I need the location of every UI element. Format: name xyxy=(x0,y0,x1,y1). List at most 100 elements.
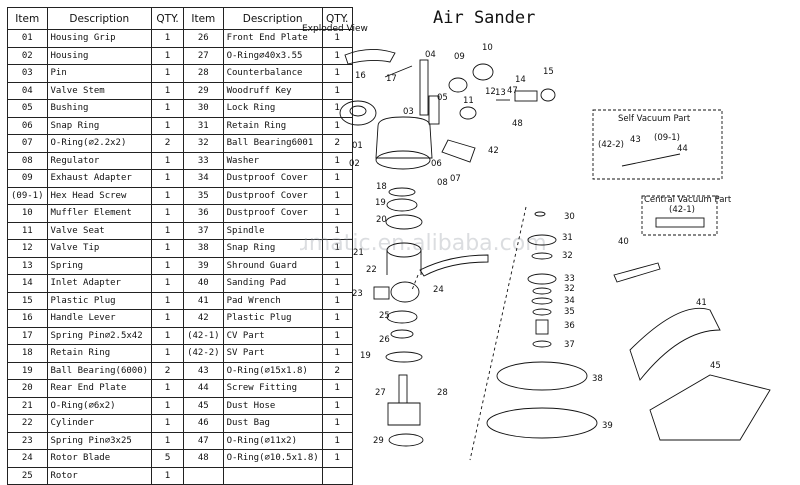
cell-item: 08 xyxy=(7,151,48,170)
spindle-part xyxy=(535,319,549,335)
cell-item: 24 xyxy=(7,449,48,468)
cell-item: 01 xyxy=(7,29,48,48)
counterbalance-shaft xyxy=(398,374,408,404)
callout-label: 32 xyxy=(562,251,573,261)
callout-label: 23 xyxy=(352,289,363,299)
cell-item: 21 xyxy=(7,396,48,415)
cell-qty: 1 xyxy=(151,116,185,135)
cell-desc: Spring Pin∅3x25 xyxy=(46,431,153,450)
cell-qty: 1 xyxy=(321,221,353,240)
central-vacuum-label: (42-1) xyxy=(669,205,695,215)
pad-wrench-shape xyxy=(613,262,661,283)
inlet-adapter-part xyxy=(514,90,538,102)
rear-end-plate-part xyxy=(385,214,423,230)
cell-desc: Spring Pin∅2.5x42 xyxy=(46,326,153,345)
cell-desc: Valve Seat xyxy=(46,221,153,240)
cell-qty: 1 xyxy=(321,291,353,310)
cell-qty: 1 xyxy=(151,396,185,415)
cell-item: 03 xyxy=(7,64,48,83)
self-vacuum-label: (42-2) xyxy=(598,140,624,150)
ball-bearing-part xyxy=(386,198,418,212)
bushing-part xyxy=(428,95,440,125)
callout-label: 46 xyxy=(300,0,311,3)
cell-desc: O-Ring(∅6x2) xyxy=(46,396,153,415)
cell-item: 25 xyxy=(7,466,48,485)
cell-qty: 1 xyxy=(151,431,185,450)
cell-item: 29 xyxy=(183,81,224,100)
callout-label: 37 xyxy=(564,340,575,350)
cell-item: 30 xyxy=(183,99,224,118)
cell-desc: Spring xyxy=(46,256,153,275)
cell-item: 17 xyxy=(7,326,48,345)
cell-item: 16 xyxy=(7,309,48,328)
cell-item: (42-1) xyxy=(183,326,224,345)
cell-item xyxy=(183,466,224,485)
cell-item: 07 xyxy=(7,134,48,153)
cell-item: 06 xyxy=(7,116,48,135)
cell-desc: Handle Lever xyxy=(46,309,153,328)
cell-desc: Pin xyxy=(46,64,153,83)
cell-qty: 1 xyxy=(321,204,353,223)
cell-item: 48 xyxy=(183,449,224,468)
cell-desc: Inlet Adapter xyxy=(46,274,153,293)
cell-item: 14 xyxy=(7,274,48,293)
callout-label: 07 xyxy=(450,174,461,184)
cell-item: 11 xyxy=(7,221,48,240)
bearing-32b-part xyxy=(527,273,557,285)
header-item: Item xyxy=(7,7,48,30)
watermark: df-pneumatic.en.alibaba.com xyxy=(300,231,547,256)
callout-label: 13 xyxy=(495,88,506,98)
cell-item: 44 xyxy=(183,379,224,398)
callout-label: 45 xyxy=(710,361,721,371)
cell-item: 43 xyxy=(183,361,224,380)
cell-qty: 2 xyxy=(151,134,185,153)
central-vacuum-box xyxy=(641,195,718,236)
cell-qty: 1 xyxy=(151,414,185,433)
shroud-guard-part xyxy=(496,361,588,391)
callout-label: 04 xyxy=(425,50,436,60)
housing-part xyxy=(375,116,433,159)
self-vacuum-label: 43 xyxy=(630,135,641,145)
header-qty-2: QTY. xyxy=(321,7,353,30)
callout-label: 22 xyxy=(366,265,377,275)
sanding-pad-part xyxy=(486,407,598,439)
cell-item: 33 xyxy=(183,151,224,170)
cell-item: 42 xyxy=(183,309,224,328)
callout-label: 24 xyxy=(433,285,444,295)
callout-label: 26 xyxy=(379,335,390,345)
cell-desc: Snap Ring xyxy=(46,116,153,135)
header-description: Description xyxy=(46,7,153,30)
muffler-part xyxy=(472,63,494,81)
callout-label: 18 xyxy=(376,182,387,192)
snap-ring-38-part xyxy=(532,340,552,348)
cell-qty: 1 xyxy=(151,81,185,100)
callout-label: 32 xyxy=(564,284,575,294)
washer-part xyxy=(531,252,553,260)
cell-qty: 1 xyxy=(321,186,353,205)
cell-desc: Muffler Element xyxy=(46,204,153,223)
rotor-part xyxy=(390,281,420,303)
cell-desc: Retain Ring xyxy=(46,344,153,363)
dustproof-36-part xyxy=(532,308,552,316)
cell-item: 35 xyxy=(183,186,224,205)
callout-label: 19 xyxy=(375,198,386,208)
callout-label: 31 xyxy=(562,233,573,243)
central-vacuum-title: Central Vacuum Part xyxy=(644,195,732,205)
cell-qty: 1 xyxy=(151,99,185,118)
callout-label: 20 xyxy=(376,215,387,225)
cell-qty: 1 xyxy=(151,309,185,328)
cell-qty: 1 xyxy=(151,291,185,310)
housing-grip-inner xyxy=(349,105,367,117)
housing-base xyxy=(375,150,431,170)
cell-item: 31 xyxy=(183,116,224,135)
callout-label: 34 xyxy=(564,296,575,306)
callout-label: 08 xyxy=(437,178,448,188)
cell-qty: 1 xyxy=(151,379,185,398)
spring-pin-part xyxy=(384,65,413,78)
cell-desc: O-Ring(∅2.2x2) xyxy=(46,134,153,153)
cell-item: 45 xyxy=(183,396,224,415)
